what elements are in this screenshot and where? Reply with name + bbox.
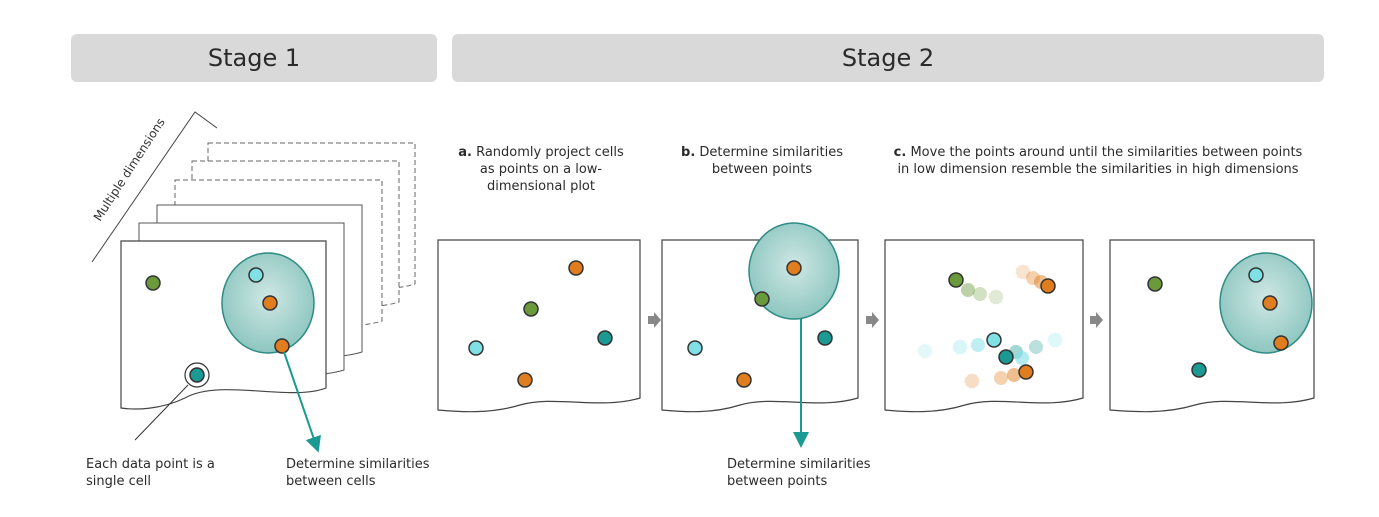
point-teal [1191,362,1207,378]
step-c-letter: c. [893,145,907,160]
stage-2-title: Stage 2 [841,44,935,72]
point-teal [597,330,613,346]
point-orange [517,372,533,388]
step-a-text: Randomly project cells as points on a lo… [476,145,624,194]
similarities-points-caption: Determine similarities between points [727,457,871,489]
panel-c [884,239,1084,413]
similarities-cells-caption: Determine similarities between cells [286,457,430,489]
arrow-right-icon [866,312,879,328]
point-green [523,301,539,317]
point-cyan [687,340,703,356]
callout-arrow-similarities [283,351,321,453]
data-point-caption: Each data point is a single cell [86,457,215,489]
step-b-letter: b. [681,145,696,160]
point-orange [1262,295,1278,311]
point-teal [998,349,1014,365]
callout-line-cell [134,384,189,441]
stage-1-title: Stage 1 [207,44,301,72]
point-orange [274,338,290,354]
point-cyan [468,340,484,356]
step-a-letter: a. [458,145,472,160]
step-b-label: b. Determine similarities between points [676,144,848,178]
point-orange [1040,278,1056,294]
point-orange [786,260,802,276]
point-green [948,272,964,288]
stage-1-header: Stage 1 [71,34,437,82]
step-a-label: a. Randomly project cells as points on a… [455,144,627,195]
arrow-right-icon [648,312,661,328]
point-cyan [986,332,1002,348]
ghost-points [917,264,1063,389]
step-b-text: Determine similarities between points [699,145,843,177]
stage-2-header: Stage 2 [452,34,1324,82]
point-orange [262,295,278,311]
point-orange [1018,364,1034,380]
point-teal [817,330,833,346]
step-c-text: Move the points around until the similar… [897,145,1303,177]
point-green [145,275,161,291]
point-teal [189,367,205,383]
step-c-label: c. Move the points around until the simi… [888,144,1308,178]
point-green [1147,276,1163,292]
arrow-right-icon [1090,312,1103,328]
dimension-axis-line [91,111,218,263]
point-orange [1273,335,1289,351]
point-orange [736,372,752,388]
panel-a [437,239,641,413]
point-cyan [1248,267,1264,283]
point-cyan [248,267,264,283]
point-orange [568,260,584,276]
point-green [754,291,770,307]
